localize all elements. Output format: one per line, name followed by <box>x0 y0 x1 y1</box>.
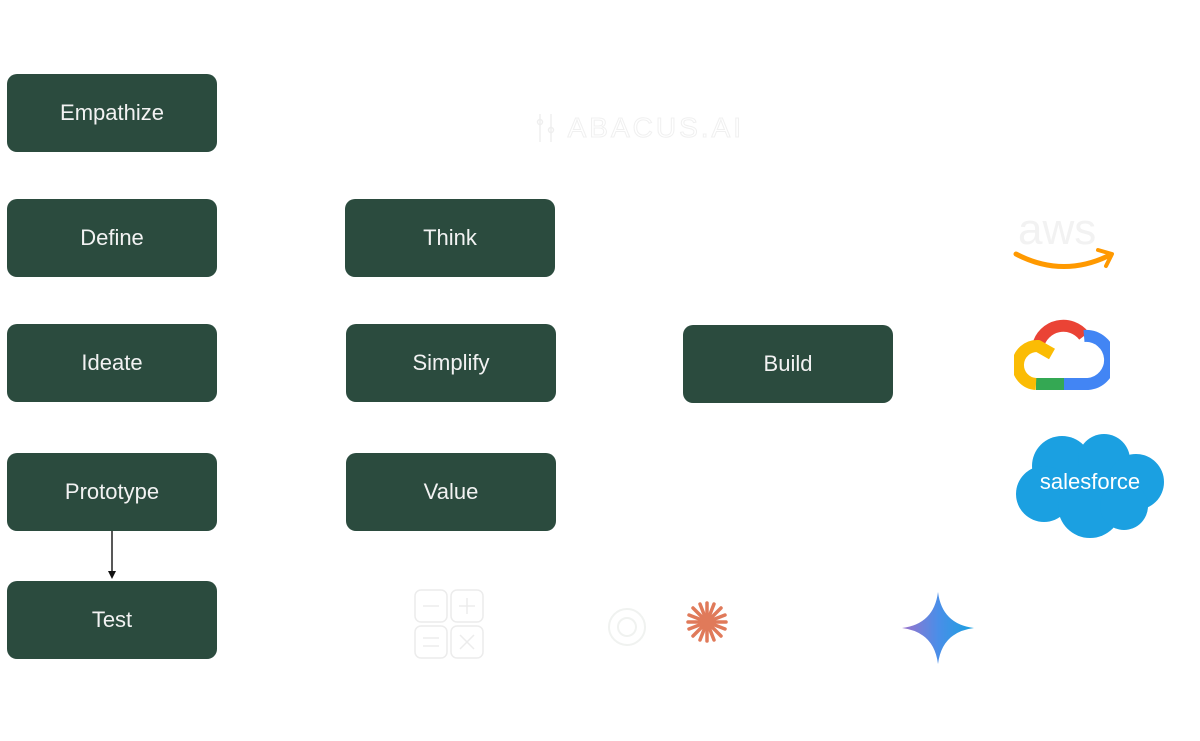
arrow-prototype-to-test <box>108 531 116 579</box>
step-label: Think <box>423 225 477 250</box>
openai-icon <box>608 608 646 646</box>
step-ideate: Ideate <box>7 324 217 402</box>
google-cloud-logo <box>1014 319 1110 390</box>
aws-logo: aws <box>1013 206 1114 269</box>
salesforce-logo: salesforce <box>1016 434 1164 538</box>
claude-icon <box>686 601 728 643</box>
aws-smile-arrow <box>1013 251 1111 269</box>
abacus-mark-icon <box>536 114 555 142</box>
step-label: Build <box>763 351 813 376</box>
step-simplify: Simplify <box>346 324 556 402</box>
abacus-logo: ABACUS.AI <box>534 112 744 144</box>
step-value: Value <box>346 453 556 531</box>
salesforce-wordmark: salesforce <box>1040 469 1140 494</box>
abacus-wordmark: ABACUS.AI <box>567 112 744 144</box>
aws-wordmark: aws <box>1018 206 1096 254</box>
step-define: Define <box>7 199 217 277</box>
step-test: Test <box>7 581 217 659</box>
step-label: Empathize <box>60 100 164 125</box>
step-label: Prototype <box>64 479 160 504</box>
step-label: Define <box>80 225 144 250</box>
step-label: Value <box>423 479 479 504</box>
step-label: Ideate <box>81 350 143 375</box>
calculator-icon <box>414 589 484 659</box>
step-label: Test <box>91 607 133 632</box>
step-prototype: Prototype <box>7 453 217 531</box>
step-build: Build <box>683 325 893 403</box>
step-think: Think <box>345 199 555 277</box>
gemini-icon <box>902 592 974 664</box>
step-empathize: Empathize <box>7 74 217 152</box>
step-label: Simplify <box>412 350 490 375</box>
